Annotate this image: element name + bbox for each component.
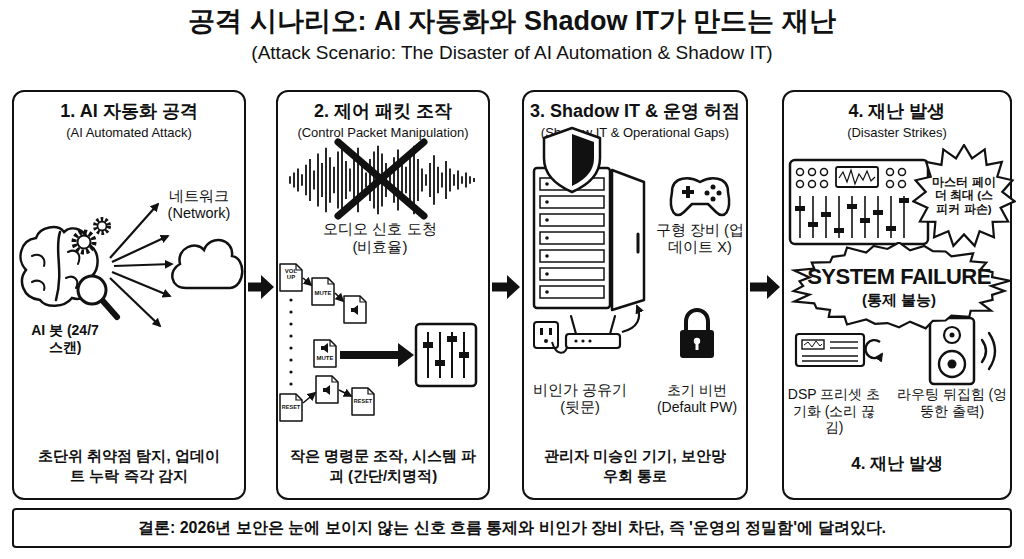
panel-header: 1. AI 자동화 공격 (AI Automated Attack) (14, 100, 244, 141)
panel-header: 2. 제어 패킷 조작 (Control Packet Manipulation) (278, 100, 488, 141)
annotation-label: 비인가 공유기 (뒷문) (526, 382, 634, 416)
stage-panel: 4. 재난 발생(Disaster Strikes)4. 재난 발생마스터 페이… (782, 90, 1012, 500)
panel-heading: 3. Shadow IT & 운영 허점 (524, 100, 746, 123)
panel-summary: 초단위 취약점 탐지, 업데이트 누락 즉각 감지 (38, 446, 220, 487)
panel-summary: 4. 재난 발생 (797, 453, 997, 476)
panel-heading: 1. AI 자동화 공격 (14, 100, 244, 123)
callout-starburst-content: 마스터 페이더 최대 (스피커 파손) (912, 144, 1016, 248)
annotation-label: MUTE (312, 290, 334, 296)
panel-heading: 2. 제어 패킷 조작 (278, 100, 488, 123)
annotation-label: 네트워크 (Network) (156, 188, 242, 222)
stage-panel: 3. Shadow IT & 운영 허점 (Shadow IT & Operati… (522, 90, 748, 500)
annotation-label: 라우팅 뒤집힘 (엉뚱한 출력) (894, 386, 1010, 419)
panel-footer: 4. 재난 발생 (797, 453, 997, 476)
panel-header: 3. Shadow IT & 운영 허점 (Shadow IT & Operati… (524, 100, 746, 141)
conclusion-box: 결론: 2026년 보안은 눈에 보이지 않는 신호 흐름 통제와 비인가 장비… (12, 508, 1012, 548)
annotation-label: RESET (280, 405, 302, 411)
annotation-label: 초기 비번 (Default PW) (646, 382, 748, 415)
annotation-label: VOL UP (280, 268, 302, 281)
failure-burst: SYSTEM FAILURE (통제 불능) (786, 242, 1012, 330)
panel-footer: 초단위 취약점 탐지, 업데이트 누락 즉각 감지 (38, 446, 220, 487)
panel-subheading: (AI Automated Attack) (14, 125, 244, 141)
shape-text: SYSTEM FAILURE (807, 264, 991, 289)
annotation-label: 구형 장비 (업데이트 X) (654, 222, 746, 256)
stage-panel: 2. 제어 패킷 조작 (Control Packet Manipulation)… (276, 90, 490, 500)
stage-panel: 1. AI 자동화 공격 (AI Automated Attack) 초단위 취약점… (12, 90, 246, 500)
annotation-label: MUTE (314, 355, 336, 361)
shape-subtext: (통제 불능) (862, 291, 936, 308)
panel-subheading: (Shadow IT & Operational Gaps) (524, 125, 746, 141)
panel-header: 4. 재난 발생 (Disaster Strikes) (784, 100, 1010, 141)
panel-summary: 관리자 미승인 기기, 보안망 우회 통로 (540, 446, 730, 487)
annotation-label: 오디오 신호 도청 (비효율) (316, 220, 444, 255)
failure-burst-outline (794, 242, 1010, 328)
conclusion-text: 결론: 2026년 보안은 눈에 보이지 않는 신호 흐름 통제와 비인가 장비… (130, 518, 894, 539)
panel-subheading: (Control Packet Manipulation) (278, 125, 488, 141)
panel-footer: 작은 명령문 조작, 시스템 파괴 (간단/치명적) (285, 446, 481, 487)
failure-burst-content: SYSTEM FAILURE (통제 불능) (786, 242, 1012, 330)
callout-starburst-outline (913, 145, 1014, 246)
panel-subheading: (Disaster Strikes) (784, 125, 1010, 141)
panel-footer: 관리자 미승인 기기, 보안망 우회 통로 (540, 446, 730, 487)
annotation-label: AI 봇 (24/7 스캔) (26, 322, 104, 355)
flow-arrow (248, 275, 274, 299)
panel-summary: 작은 명령문 조작, 시스템 파괴 (간단/치명적) (285, 446, 481, 487)
callout-starburst: 마스터 페이더 최대 (스피커 파손) (912, 144, 1016, 248)
annotation-label: DSP 프리셋 초기화 (소리 끊김) (784, 386, 884, 436)
shape-text: 마스터 페이더 최대 (스피커 파손) (932, 176, 996, 216)
diagram-title: 공격 시나리오: AI 자동화와 Shadow IT가 만드는 재난 (0, 5, 1024, 37)
panel-heading: 4. 재난 발생 (784, 100, 1010, 123)
flow-arrow (750, 275, 780, 299)
annotation-label: RESET (352, 399, 374, 405)
flow-arrow (492, 275, 520, 299)
diagram-subtitle: (Attack Scenario: The Disaster of AI Aut… (0, 42, 1024, 64)
